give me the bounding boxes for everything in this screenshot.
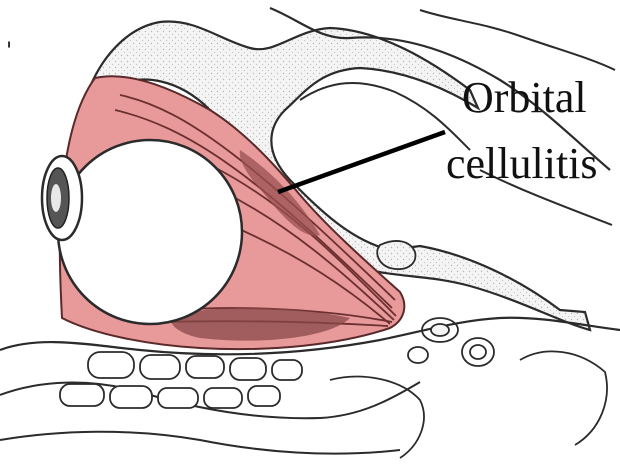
sphenoid-cells: [330, 318, 607, 458]
optic-canal-bone: [377, 241, 415, 269]
label-line-2: cellulitis: [446, 139, 598, 188]
skull-outline-inner: [300, 83, 470, 150]
sinus-wall: [420, 10, 615, 70]
eyeball: [58, 140, 242, 324]
pupil: [51, 184, 61, 212]
label-pointer-line: [278, 132, 445, 192]
lower-bone-line: [0, 432, 400, 454]
label-line-1: Orbital: [462, 73, 587, 122]
ethmoid-air-cells: [60, 352, 302, 408]
stray-mark: ': [6, 39, 12, 64]
